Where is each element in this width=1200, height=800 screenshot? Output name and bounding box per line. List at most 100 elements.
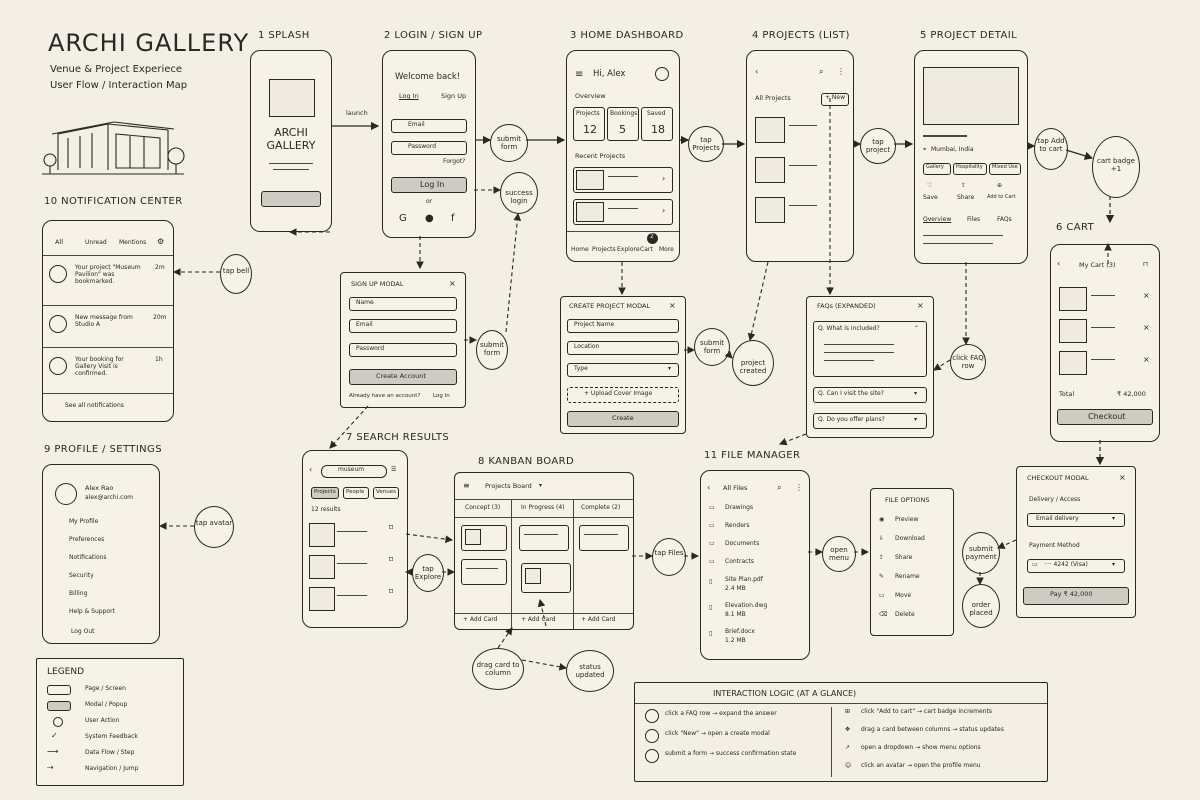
apple-icon[interactable]: ● bbox=[425, 213, 434, 224]
tag-gallery[interactable]: Gallery bbox=[923, 163, 951, 175]
signup-email-field[interactable]: Email bbox=[349, 319, 457, 333]
save-icon[interactable]: ♡ bbox=[927, 182, 933, 189]
password-field[interactable]: Password bbox=[391, 141, 467, 155]
option-download[interactable]: Download bbox=[895, 535, 925, 542]
kanban-card[interactable] bbox=[461, 525, 507, 551]
delivery-select[interactable]: Email delivery▾ bbox=[1027, 513, 1125, 527]
remove-icon[interactable]: × bbox=[1143, 291, 1150, 300]
logout-button[interactable]: Log Out bbox=[71, 628, 95, 635]
location-field[interactable]: Location bbox=[567, 341, 679, 355]
folder-renders[interactable]: Renders bbox=[725, 522, 750, 529]
more-icon[interactable]: ⋮ bbox=[837, 67, 845, 76]
avatar[interactable] bbox=[55, 483, 77, 505]
cart-item-thumb[interactable] bbox=[1059, 287, 1087, 311]
faq-row[interactable]: Q. Can I visit the site?▾ bbox=[813, 387, 927, 403]
email-field[interactable]: Email bbox=[391, 119, 467, 133]
add-card-button[interactable]: + Add Card bbox=[581, 616, 616, 623]
tab-signup[interactable]: Sign Up bbox=[441, 92, 467, 100]
more-icon[interactable]: ⋮ bbox=[795, 483, 803, 492]
nav-explore[interactable]: Explore bbox=[617, 246, 640, 253]
option-move[interactable]: Move bbox=[895, 592, 912, 599]
remove-icon[interactable]: × bbox=[1143, 323, 1150, 332]
share-icon[interactable]: ⇪ bbox=[961, 182, 967, 189]
chip-people[interactable]: People bbox=[343, 487, 369, 499]
filter-dropdown[interactable]: All Projects bbox=[755, 94, 791, 102]
add-card-button[interactable]: + Add Card bbox=[463, 616, 498, 623]
signup-password-field[interactable]: Password bbox=[349, 343, 457, 357]
recent-project-card[interactable]: › bbox=[573, 199, 673, 225]
folder-contracts[interactable]: Contracts bbox=[725, 558, 754, 565]
board-selector[interactable]: Projects Board bbox=[485, 482, 532, 490]
type-select[interactable]: Type▾ bbox=[567, 363, 679, 377]
cart-item-thumb[interactable] bbox=[1059, 319, 1087, 343]
forgot-link[interactable]: Forgot? bbox=[443, 158, 466, 165]
tab-all[interactable]: All bbox=[55, 238, 64, 246]
bookmark-icon[interactable]: ⌑ bbox=[389, 555, 394, 564]
option-preview[interactable]: Preview bbox=[895, 516, 919, 523]
see-all-link[interactable]: See all notifications bbox=[65, 402, 124, 409]
login-button[interactable]: Log In bbox=[391, 177, 467, 193]
result-thumb[interactable] bbox=[309, 587, 335, 611]
add-to-cart-icon[interactable]: ⊕ bbox=[997, 182, 1003, 189]
menu-help[interactable]: Help & Support bbox=[69, 608, 115, 615]
tab-overview[interactable]: Overview bbox=[923, 216, 952, 223]
create-account-button[interactable]: Create Account bbox=[349, 369, 457, 385]
back-icon[interactable]: ‹ bbox=[707, 483, 711, 492]
kanban-card[interactable] bbox=[579, 525, 629, 551]
folder-drawings[interactable]: Drawings bbox=[725, 504, 754, 511]
new-button[interactable]: + New bbox=[821, 93, 849, 106]
option-rename[interactable]: Rename bbox=[895, 573, 920, 580]
back-icon[interactable]: ‹ bbox=[309, 465, 313, 474]
option-delete[interactable]: Delete bbox=[895, 611, 915, 618]
folder-documents[interactable]: Documents bbox=[725, 540, 760, 547]
menu-notifications[interactable]: Notifications bbox=[69, 554, 107, 561]
result-thumb[interactable] bbox=[309, 523, 335, 547]
result-thumb[interactable] bbox=[309, 555, 335, 579]
bookmark-icon[interactable]: ⌑ bbox=[389, 523, 394, 532]
project-thumb[interactable] bbox=[755, 197, 785, 223]
name-field[interactable]: Name bbox=[349, 297, 457, 311]
tab-files[interactable]: Files bbox=[967, 216, 981, 223]
tag-hospitality[interactable]: Hospitality bbox=[953, 163, 987, 175]
close-icon[interactable]: × bbox=[1119, 473, 1126, 482]
chip-venues[interactable]: Venues bbox=[373, 487, 399, 499]
file-name[interactable]: Site Plan.pdf bbox=[725, 576, 763, 583]
close-icon[interactable]: × bbox=[449, 279, 456, 288]
payment-select[interactable]: ▭···· 4242 (Visa)▾ bbox=[1027, 559, 1125, 573]
kanban-card[interactable] bbox=[461, 559, 507, 585]
search-icon[interactable]: ⌕ bbox=[777, 483, 782, 492]
back-icon[interactable]: ‹ bbox=[755, 67, 759, 76]
nav-more[interactable]: More bbox=[659, 246, 674, 253]
nav-home[interactable]: Home bbox=[571, 246, 589, 253]
faq-row[interactable]: Q. Do you offer plans?▾ bbox=[813, 413, 927, 429]
avatar-icon[interactable] bbox=[655, 67, 669, 81]
facebook-icon[interactable]: f bbox=[451, 213, 455, 224]
signup-login-link[interactable]: Log In bbox=[433, 393, 450, 399]
pay-button[interactable]: Pay ₹ 42,000 bbox=[1023, 587, 1129, 605]
kanban-card-dragging[interactable] bbox=[521, 563, 571, 593]
search-icon[interactable]: ⌕ bbox=[819, 67, 824, 76]
save-button[interactable]: Save bbox=[923, 194, 938, 201]
cart-item-thumb[interactable] bbox=[1059, 351, 1087, 375]
checkout-button[interactable]: Checkout bbox=[1057, 409, 1153, 425]
file-name[interactable]: Elevation.dwg bbox=[725, 602, 768, 609]
recent-project-card[interactable]: › bbox=[573, 167, 673, 193]
nav-cart[interactable]: Cart bbox=[640, 246, 653, 253]
menu-icon[interactable]: ≡ bbox=[463, 481, 470, 490]
option-share[interactable]: Share bbox=[895, 554, 913, 561]
menu-preferences[interactable]: Preferences bbox=[69, 536, 105, 543]
project-name-field[interactable]: Project Name bbox=[567, 319, 679, 333]
share-button[interactable]: Share bbox=[957, 194, 975, 201]
filter-icon[interactable]: ☰ bbox=[391, 466, 397, 473]
file-name[interactable]: Brief.docx bbox=[725, 628, 755, 635]
tag-mixed-use[interactable]: Mixed Use bbox=[989, 163, 1021, 175]
project-thumb[interactable] bbox=[755, 157, 785, 183]
menu-my-profile[interactable]: My Profile bbox=[69, 518, 99, 525]
close-icon[interactable]: × bbox=[917, 301, 924, 310]
back-icon[interactable]: ‹ bbox=[1057, 259, 1061, 268]
chip-projects[interactable]: Projects bbox=[311, 487, 339, 499]
search-input[interactable]: museum bbox=[321, 465, 387, 478]
